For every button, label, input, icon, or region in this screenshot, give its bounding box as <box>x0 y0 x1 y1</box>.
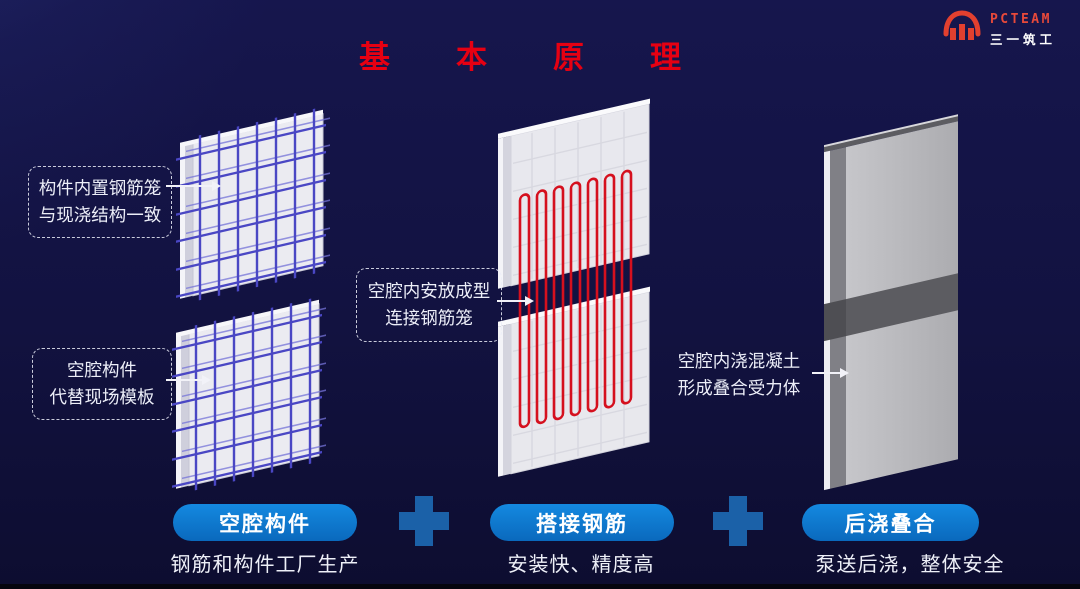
composite-wall-diagram <box>824 114 958 491</box>
step-description-lap-rebar: 安装快、精度高 <box>507 554 655 576</box>
callout-connector-arrow <box>166 374 211 385</box>
step-badge-lap-rebar: 搭接钢筋 <box>490 504 674 541</box>
callout-connector-line2: 连接钢筋笼 <box>385 308 473 328</box>
title-char: 原 <box>553 40 584 75</box>
callout-connector-arrow <box>166 180 221 191</box>
step-description-cavity-component: 钢筋和构件工厂生产 <box>170 554 360 576</box>
callout-cast: 空腔内浇混凝土 形成叠合受力体 <box>666 344 812 406</box>
plus-icon <box>713 496 763 546</box>
step-badge-post-cast: 后浇叠合 <box>802 504 979 541</box>
step-badge-cavity-component: 空腔构件 <box>173 504 357 541</box>
step-description-post-cast: 泵送后浇，整体安全 <box>815 554 1005 576</box>
pcteam-logo-icon <box>941 8 983 51</box>
title-char: 本 <box>456 40 487 75</box>
callout-cage-line2: 与现浇结构一致 <box>38 205 162 225</box>
brand-logo: PCTEAM 三一筑工 <box>941 8 1056 51</box>
callout-cage: 构件内置钢筋笼 与现浇结构一致 <box>28 166 172 238</box>
callout-cavity-line2: 代替现场模板 <box>49 387 155 407</box>
page-title: 基 本 原 理 <box>0 42 1040 73</box>
callout-connector-cage: 空腔内安放成型 连接钢筋笼 <box>356 268 502 342</box>
callout-connector-arrow <box>812 367 849 378</box>
callout-cage-line1: 构件内置钢筋笼 <box>38 177 162 198</box>
callout-connector-line1: 空腔内安放成型 <box>367 280 491 301</box>
brand-name: PCTEAM <box>989 11 1052 27</box>
rebar-cage-bottom-diagram <box>172 298 326 491</box>
callout-cavity: 空腔构件 代替现场模板 <box>32 348 172 420</box>
rebar-cage-top-diagram <box>176 108 330 301</box>
title-char: 理 <box>650 40 681 75</box>
callout-cavity-line1: 空腔构件 <box>67 359 137 380</box>
bottom-edge-bar <box>0 584 1080 589</box>
callout-cast-line1: 空腔内浇混凝土 <box>677 350 801 371</box>
callout-cast-line2: 形成叠合受力体 <box>677 378 801 398</box>
lap-rebar-diagram <box>498 98 650 477</box>
callout-connector-arrow <box>497 295 534 306</box>
brand-subtitle: 三一筑工 <box>989 32 1056 47</box>
brand-text: PCTEAM 三一筑工 <box>990 12 1056 48</box>
plus-icon <box>399 496 449 546</box>
title-char: 基 <box>359 40 390 75</box>
